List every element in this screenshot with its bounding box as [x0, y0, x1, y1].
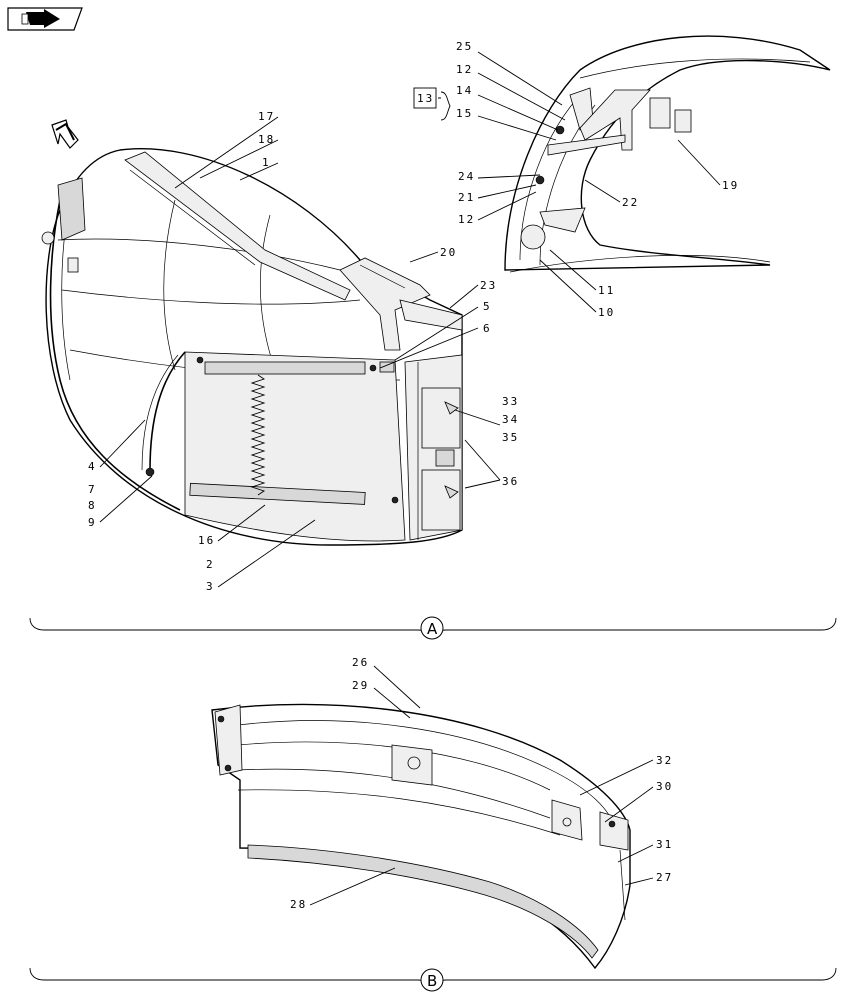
callout-1: 1 [262, 156, 271, 169]
callout-11: 11 [598, 284, 615, 297]
callout-18: 18 [258, 133, 275, 146]
section-b-brace: B [29, 967, 837, 992]
callout-14: 14 [456, 84, 473, 97]
callout-34: 34 [502, 413, 519, 426]
callout-2: 2 [206, 558, 215, 571]
callout-25: 25 [456, 40, 473, 53]
callouts-b: 26 29 32 30 31 27 28 [290, 656, 673, 911]
callout-30: 30 [656, 780, 673, 793]
callout-13: 13 [417, 92, 434, 105]
fender-assembly-a [41, 148, 463, 546]
leader-lines-a [99, 51, 721, 588]
callout-35: 35 [502, 431, 519, 444]
callout-12: 12 [456, 63, 473, 76]
callout-19: 19 [722, 179, 739, 192]
callout-16: 16 [198, 534, 215, 547]
callout-23: 23 [480, 279, 497, 292]
callout-32: 32 [656, 754, 673, 767]
callout-4: 4 [88, 460, 97, 473]
callout-26: 26 [352, 656, 369, 669]
callout-24: 24 [458, 170, 475, 183]
spring [250, 374, 266, 496]
callout-33: 33 [502, 395, 519, 408]
fender-extension-b [211, 703, 631, 970]
callout-28: 28 [290, 898, 307, 911]
callout-12b: 12 [458, 213, 475, 226]
leader-lines-b [309, 665, 654, 906]
callout-10: 10 [598, 306, 615, 319]
callout-13-box [413, 87, 437, 109]
section-a-marker: A [427, 620, 438, 638]
callout-31: 31 [656, 838, 673, 851]
callout-8: 8 [88, 499, 97, 512]
callout-3: 3 [206, 580, 215, 593]
callout-15: 15 [456, 107, 473, 120]
callout-27: 27 [656, 871, 673, 884]
callout-7: 7 [88, 483, 97, 496]
callout-5: 5 [483, 300, 492, 313]
section-a-brace: A [29, 616, 837, 640]
callout-9: 9 [88, 516, 97, 529]
callout-20: 20 [440, 246, 457, 259]
callout-22: 22 [622, 196, 639, 209]
nav-arrow-icon[interactable] [7, 7, 83, 31]
callout-6: 6 [483, 322, 492, 335]
callout-36: 36 [502, 475, 519, 488]
callout-29: 29 [352, 679, 369, 692]
callouts-a: 25 12 14 15 13 17 18 1 24 21 12 22 19 20… [88, 40, 739, 593]
section-b-marker: B [427, 972, 437, 990]
forward-arrow-icon [51, 119, 79, 149]
callout-21: 21 [458, 191, 475, 204]
fender-detail-inset [504, 35, 831, 273]
callout-17: 17 [258, 110, 275, 123]
